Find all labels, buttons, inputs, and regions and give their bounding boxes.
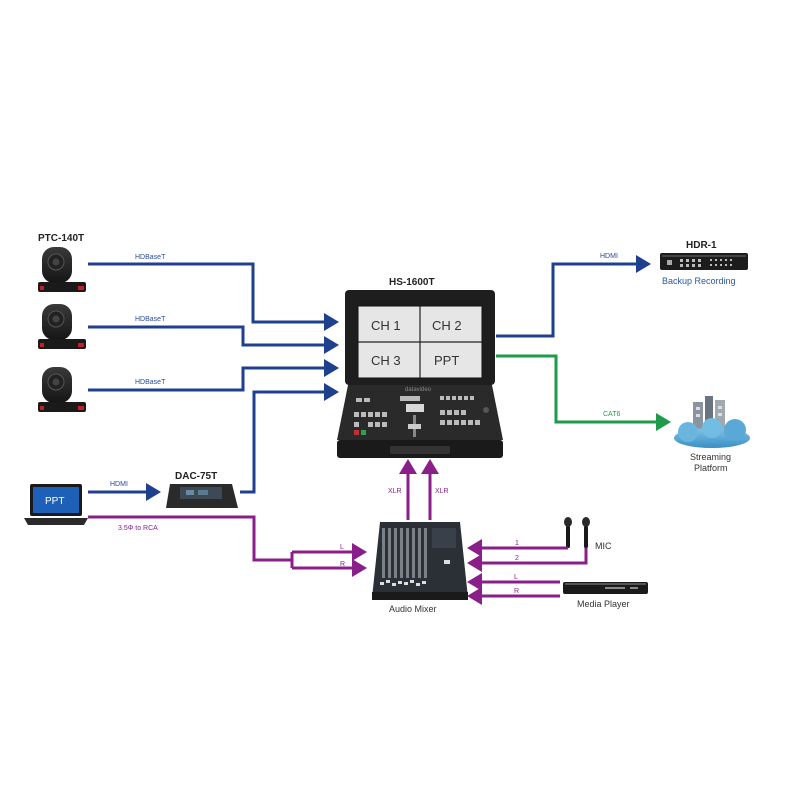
xlr-output-1-label: XLR xyxy=(388,488,402,495)
camera-2-link-label: HDBaseT xyxy=(135,316,166,323)
screen-cell-ch2: CH 2 xyxy=(432,318,462,333)
mic-2-wire xyxy=(467,548,588,572)
switcher-title: HS-1600T xyxy=(389,277,435,288)
laptop-audio-wire xyxy=(88,515,292,562)
screen-cell-ppt: PPT xyxy=(434,353,459,368)
media-player-device xyxy=(563,582,648,594)
pc-input-r-label: R xyxy=(340,561,345,568)
streaming-link-label: CAT6 xyxy=(603,411,620,418)
mic-caption: MIC xyxy=(595,541,612,551)
switcher-device xyxy=(337,290,503,458)
microphone-2-icon xyxy=(582,517,590,548)
laptop-screen-text: PPT xyxy=(45,496,64,507)
streaming-wire xyxy=(496,354,671,431)
screen-cell-ch3: CH 3 xyxy=(371,353,401,368)
xlr-output-2-label: XLR xyxy=(435,488,449,495)
switcher-brand: datavideo xyxy=(405,387,432,393)
camera-3-wire xyxy=(88,359,339,392)
camera-1-wire xyxy=(88,262,339,331)
media-player-r-label: R xyxy=(514,588,519,595)
recorder-device xyxy=(660,253,748,270)
camera-1-link-label: HDBaseT xyxy=(135,254,166,261)
converter-title: DAC-75T xyxy=(175,471,217,482)
laptop-audio-label: 3.5Φ to RCA xyxy=(118,525,158,532)
ptz-camera-1 xyxy=(38,247,86,292)
mic-2-label: 2 xyxy=(515,555,519,562)
mixer-caption: Audio Mixer xyxy=(389,604,437,614)
camera-2-wire xyxy=(88,325,339,354)
streaming-caption-line2: Platform xyxy=(694,463,728,473)
streaming-caption-line1: Streaming xyxy=(690,452,731,462)
recorder-title: HDR-1 xyxy=(686,240,717,251)
pc-input-l-label: L xyxy=(340,544,344,551)
media-player-caption: Media Player xyxy=(577,599,630,609)
converter-wire xyxy=(240,383,339,494)
camera-title: PTC-140T xyxy=(38,233,84,244)
recorder-wire xyxy=(496,255,651,338)
media-player-l-label: L xyxy=(514,574,518,581)
mic-1-label: 1 xyxy=(515,540,519,547)
recorder-caption: Backup Recording xyxy=(662,276,736,286)
ptz-camera-2 xyxy=(38,304,86,349)
microphone-1-icon xyxy=(564,517,572,548)
camera-3-link-label: HDBaseT xyxy=(135,379,166,386)
audio-mixer-device xyxy=(372,522,468,600)
recorder-link-label: HDMI xyxy=(600,253,618,260)
laptop-hdmi-label: HDMI xyxy=(110,481,128,488)
converter-device xyxy=(166,484,238,508)
screen-cell-ch1: CH 1 xyxy=(371,318,401,333)
laptop-device xyxy=(24,484,88,525)
ptz-camera-3 xyxy=(38,367,86,412)
streaming-cloud-icon xyxy=(674,396,750,448)
